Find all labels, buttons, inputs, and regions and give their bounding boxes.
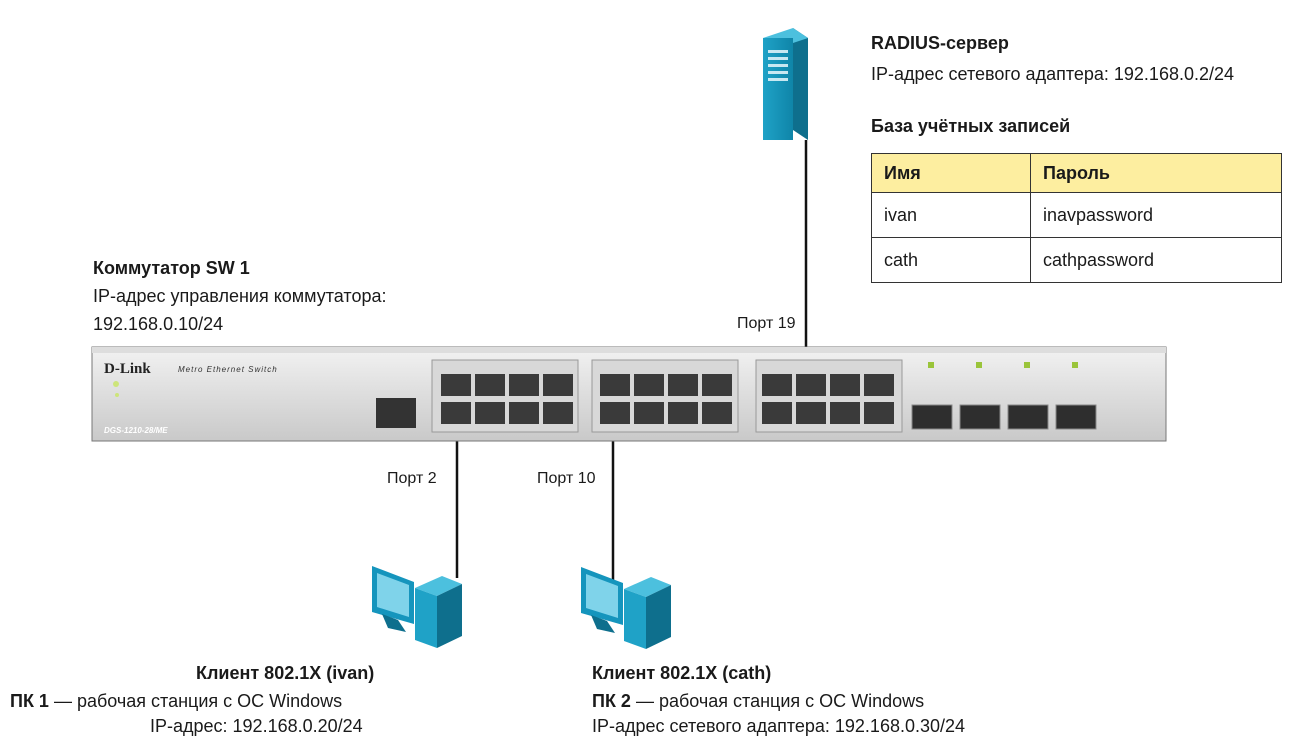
client2-description: ПК 2 — рабочая станция с ОС Windows: [592, 691, 924, 712]
switch-series: Metro Ethernet Switch: [178, 365, 278, 374]
col-header-password: Пароль: [1030, 153, 1282, 193]
client2-title: Клиент 802.1X (cath): [592, 663, 772, 683]
server-icon: [763, 28, 808, 140]
table-row: ivan inavpassword: [871, 192, 1282, 238]
port-label-10: Порт 10: [537, 470, 596, 487]
accounts-db-title: База учётных записей: [871, 116, 1071, 136]
table-row: cath cathpassword: [871, 237, 1282, 283]
client2-pc-name: ПК 2: [592, 691, 631, 711]
radius-ip: IP-адрес сетевого адаптера: 192.168.0.2/…: [871, 64, 1235, 84]
client2-pc-desc: — рабочая станция с ОС Windows: [630, 691, 925, 711]
cell-password: inavpassword: [1030, 192, 1282, 238]
port-label-19: Порт 19: [737, 315, 796, 332]
switch-brand: D-Link: [104, 361, 151, 377]
col-header-name: Имя: [871, 153, 1031, 193]
switch-title: Коммутатор SW 1: [93, 258, 250, 278]
pc-icon: [372, 566, 462, 648]
radius-title: RADIUS-сервер: [871, 33, 1009, 53]
switch-model: DGS-1210-28/ME: [104, 426, 168, 435]
client1-description: ПК 1 — рабочая станция с ОС Windows: [10, 691, 342, 712]
client1-title: Клиент 802.1X (ivan): [196, 663, 375, 683]
switch-ip-label: IP-адрес управления коммутатора:: [93, 286, 387, 306]
switch-ip: 192.168.0.10/24: [93, 314, 224, 334]
cell-username: cath: [871, 237, 1031, 283]
port-label-2: Порт 2: [387, 470, 437, 487]
switch-icon: D-Link Metro Ethernet Switch DGS-1210-28…: [91, 346, 1167, 442]
client1-pc-name: ПК 1: [10, 691, 49, 711]
cell-username: ivan: [871, 192, 1031, 238]
accounts-table: Имя Пароль ivan inavpassword cath cathpa…: [871, 153, 1282, 283]
client2-ip: IP-адрес сетевого адаптера: 192.168.0.30…: [592, 716, 966, 736]
client1-pc-desc: — рабочая станция с ОС Windows: [48, 691, 343, 711]
pc-icon: [581, 567, 671, 649]
cell-password: cathpassword: [1030, 237, 1282, 283]
client1-ip: IP-адрес: 192.168.0.20/24: [150, 716, 363, 736]
table-header-row: Имя Пароль: [871, 153, 1282, 193]
